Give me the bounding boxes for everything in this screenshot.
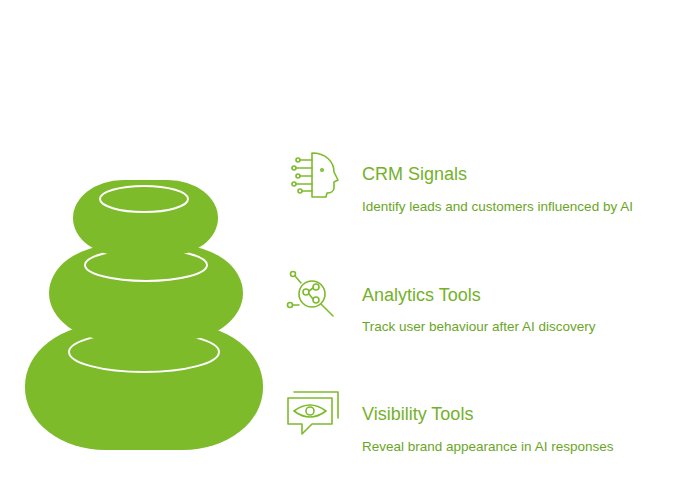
- torus-stack: [25, 180, 263, 450]
- item-description: Identify leads and customers influenced …: [362, 197, 658, 216]
- item-heading: Analytics Tools: [362, 284, 481, 306]
- analytics-magnifier-icon: [288, 272, 334, 317]
- item-heading: Visibility Tools: [362, 403, 473, 425]
- item-description: Reveal brand appearance in AI responses: [362, 437, 658, 456]
- bottom-torus: [25, 324, 263, 450]
- top-ring: [100, 186, 188, 212]
- item-heading: CRM Signals: [362, 163, 467, 185]
- middle-torus: [49, 245, 243, 341]
- visibility-eye-icon: [288, 392, 338, 434]
- item-description: Track user behaviour after AI discovery: [362, 317, 658, 336]
- top-torus: [73, 180, 218, 256]
- ai-head-icon: [292, 153, 338, 197]
